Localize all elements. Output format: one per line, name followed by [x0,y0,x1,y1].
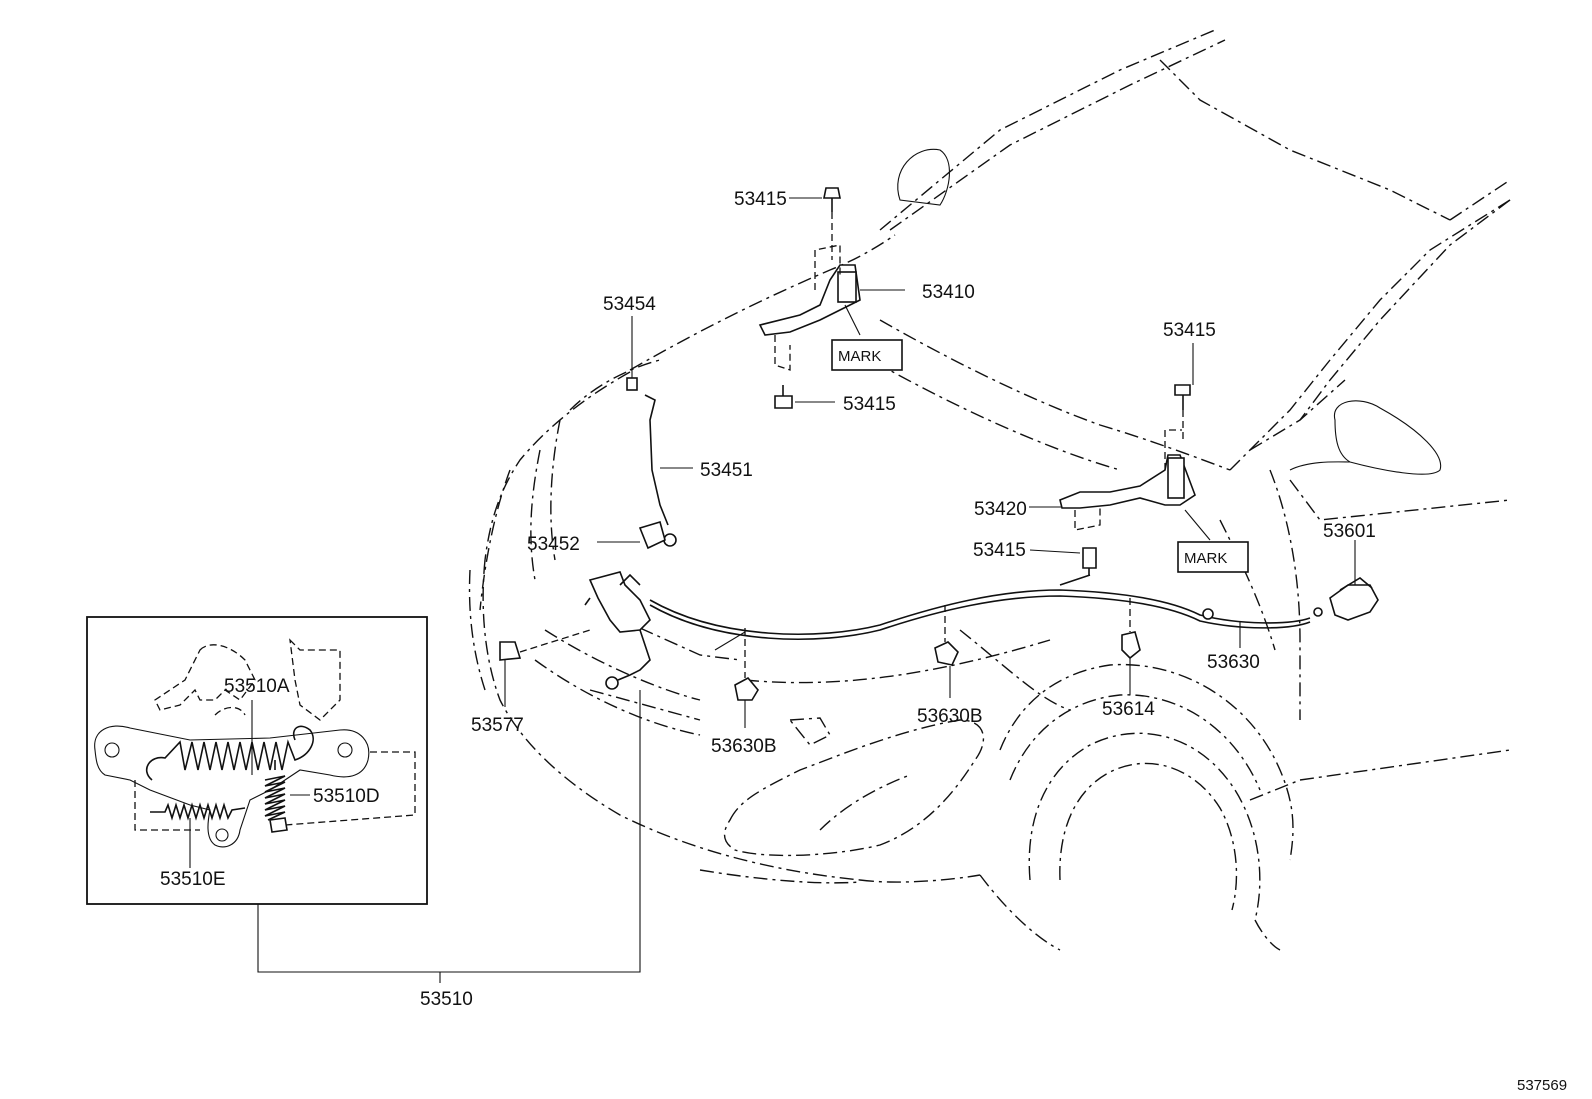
label-53510e: 53510E [160,869,226,890]
hood-release-cable [649,574,1323,641]
label-53415-lower: 53415 [973,540,1026,561]
bolt-53415-lower [1082,547,1097,576]
cable-clamp-53630b-center [934,605,959,666]
cable-clamp-53630b-left [714,628,759,701]
label-53630b-center: 53630B [917,706,983,727]
label-53415-mid: 53415 [843,394,896,415]
label-53451: 53451 [700,460,753,481]
inset-box [86,616,428,905]
label-53410: 53410 [922,282,975,303]
mark-box-1 [831,339,903,371]
label-53601: 53601 [1323,521,1376,542]
car-body-outline [468,29,1511,951]
label-53510d: 53510D [313,786,380,807]
diagram-id: 537569 [1517,1077,1567,1094]
label-53614: 53614 [1102,699,1155,720]
bolt-53415-mid [774,385,793,409]
leader-lines [189,197,1356,983]
label-53420: 53420 [974,499,1027,520]
release-lever-53601 [1329,577,1379,621]
label-53452: 53452 [527,534,580,555]
bolt-53415-right [1174,384,1191,440]
label-53630b-left: 53630B [711,736,777,757]
mark-label-2: MARK [1184,550,1227,567]
cable-clamp-53614 [1121,598,1141,660]
label-53510: 53510 [420,989,473,1010]
label-53415-top: 53415 [734,189,787,210]
rod-holder-53452 [638,520,666,550]
bolt-53577 [499,629,591,661]
hood-lock-assembly [584,571,651,690]
hood-hinge-left [758,244,861,371]
label-53577: 53577 [471,715,524,736]
label-53415-right: 53415 [1163,320,1216,341]
mark-box-2 [1177,541,1249,573]
label-53510a: 53510A [224,676,290,697]
label-53630: 53630 [1207,652,1260,673]
hood-support-rod [626,377,677,547]
label-53454: 53454 [603,294,656,315]
bolt-53415-top [823,187,841,260]
hood-hinge-right [1059,429,1196,531]
mark-label-1: MARK [838,348,881,365]
